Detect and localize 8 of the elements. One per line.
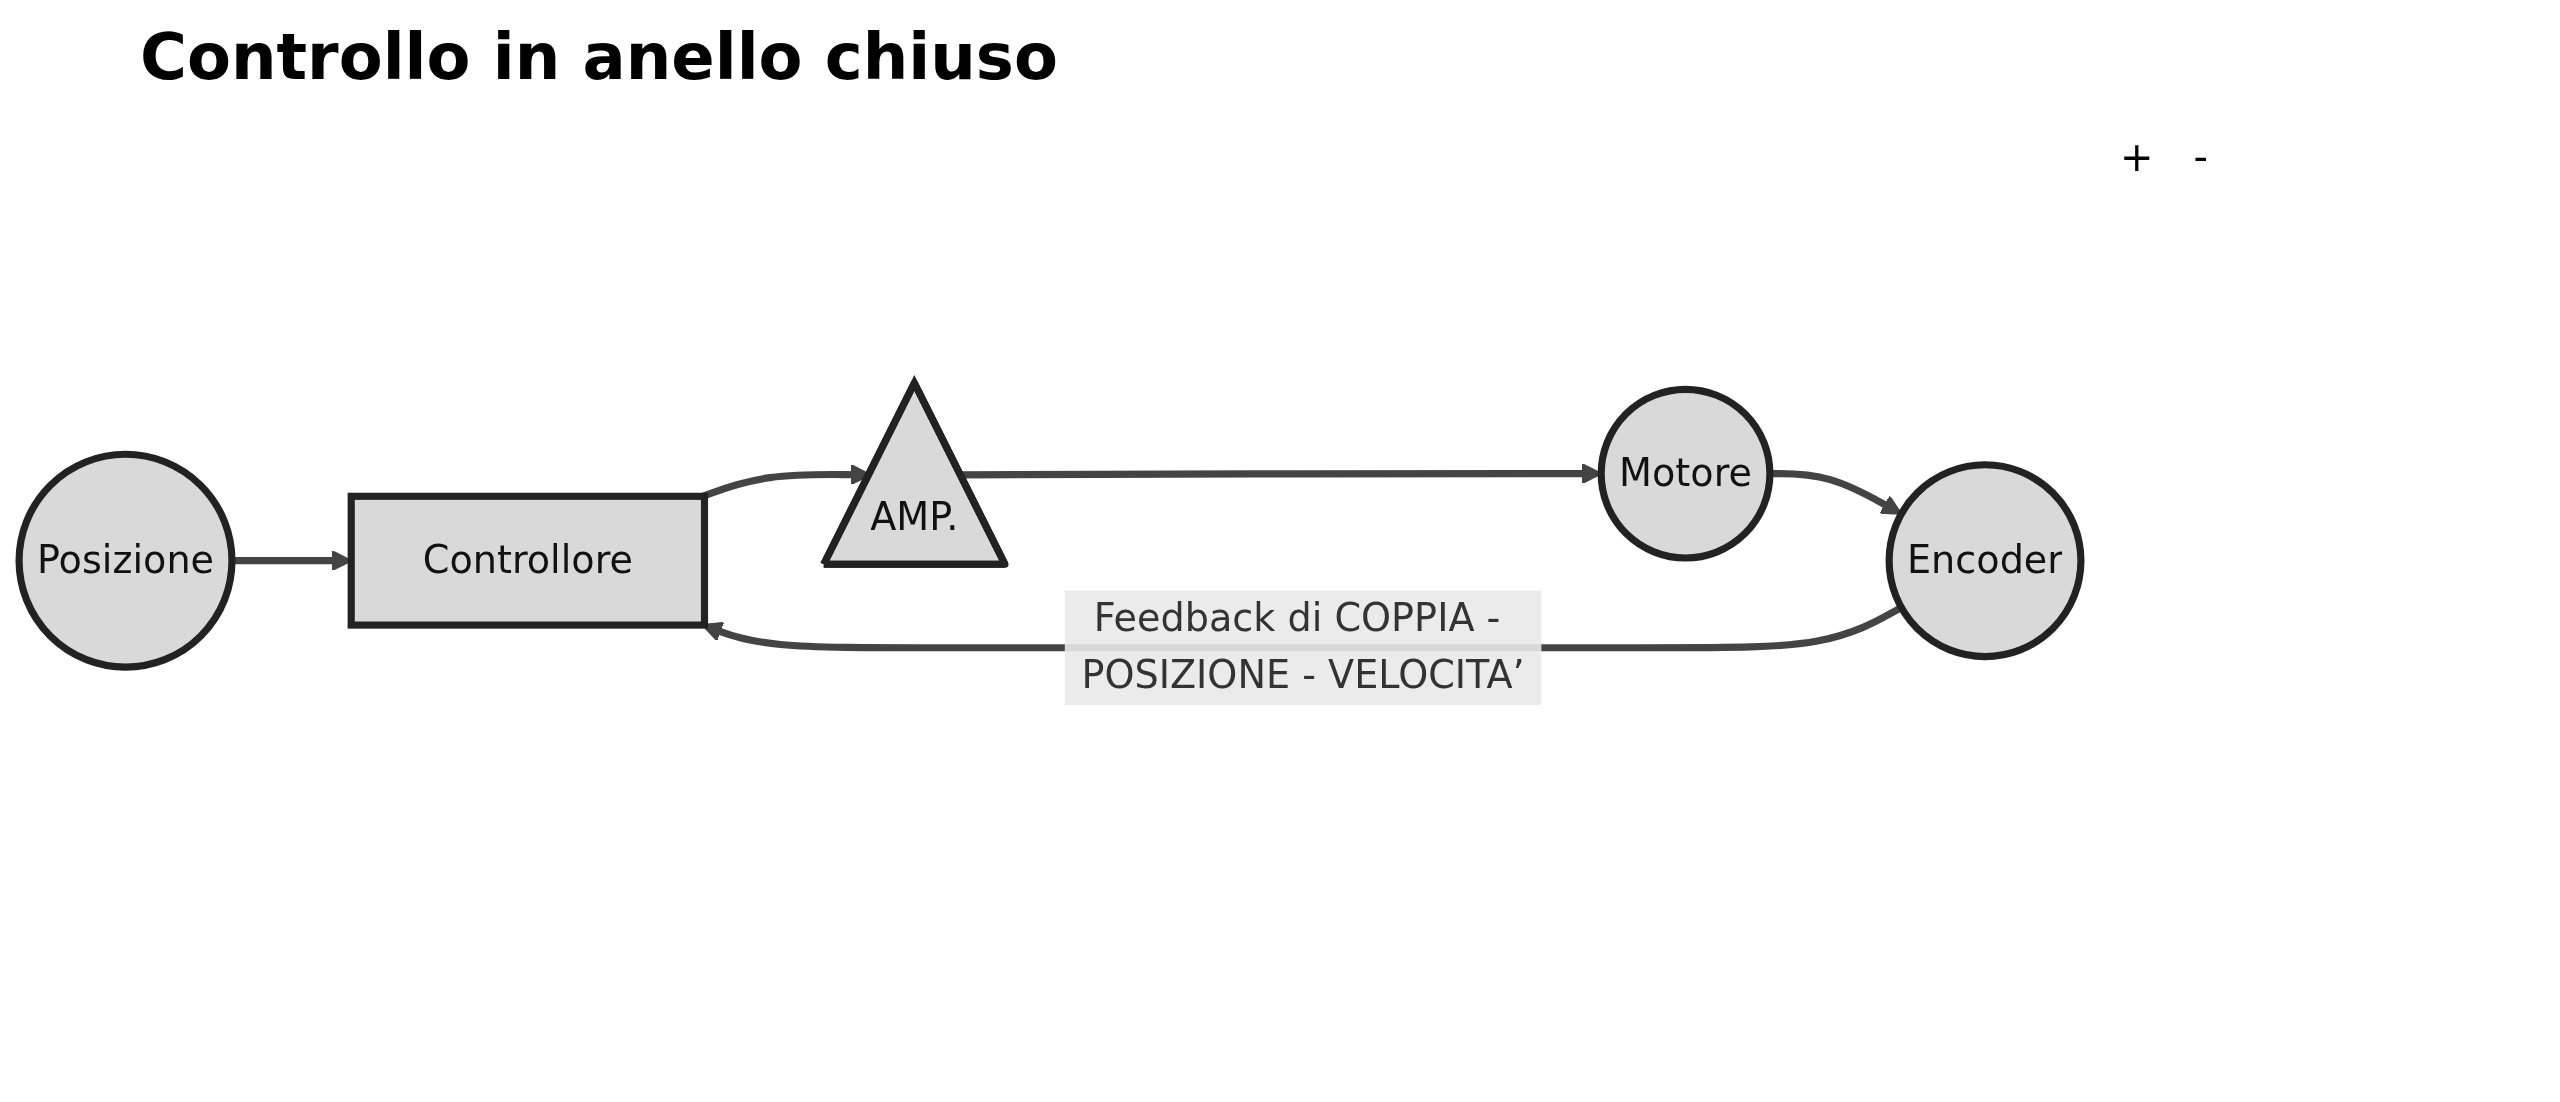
node-circle: Posizione [15, 450, 236, 671]
node-circle: Motore [1597, 385, 1774, 562]
sign-label: + [2120, 134, 2154, 180]
edge-label: Feedback di COPPIA - POSIZIONE - VELOCITA’ [1081, 595, 1525, 698]
sign-label: - [2193, 134, 2208, 180]
node-circle: Encoder [1885, 461, 2085, 661]
node-box: Controllore [347, 492, 709, 629]
title: Controllo in anello chiuso [140, 20, 1059, 94]
